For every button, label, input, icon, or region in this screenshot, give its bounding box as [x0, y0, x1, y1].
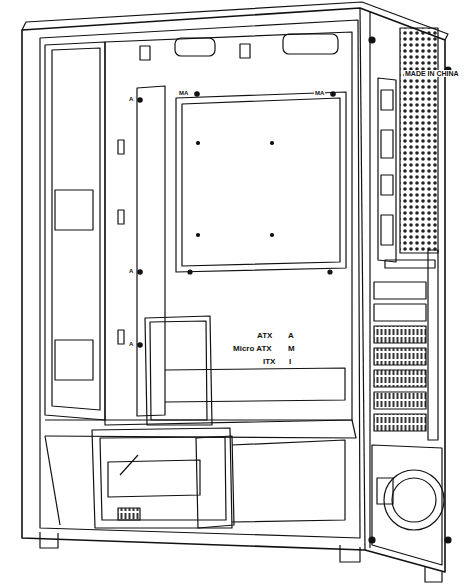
marking-label: A: [128, 341, 134, 347]
marking-label: I: [288, 358, 292, 366]
marking-label: A: [128, 96, 134, 102]
marking-label: A: [128, 268, 134, 274]
marking-label: MADE IN CHINA: [404, 70, 460, 77]
marking-label: M: [287, 345, 296, 353]
marking-label: ATX: [256, 332, 273, 340]
marking-label: A: [287, 332, 295, 340]
marking-label: MA: [314, 90, 325, 96]
marking-label: Micro ATX: [232, 345, 273, 353]
marking-label: ITX: [262, 358, 276, 366]
marking-label: MA: [178, 90, 189, 96]
